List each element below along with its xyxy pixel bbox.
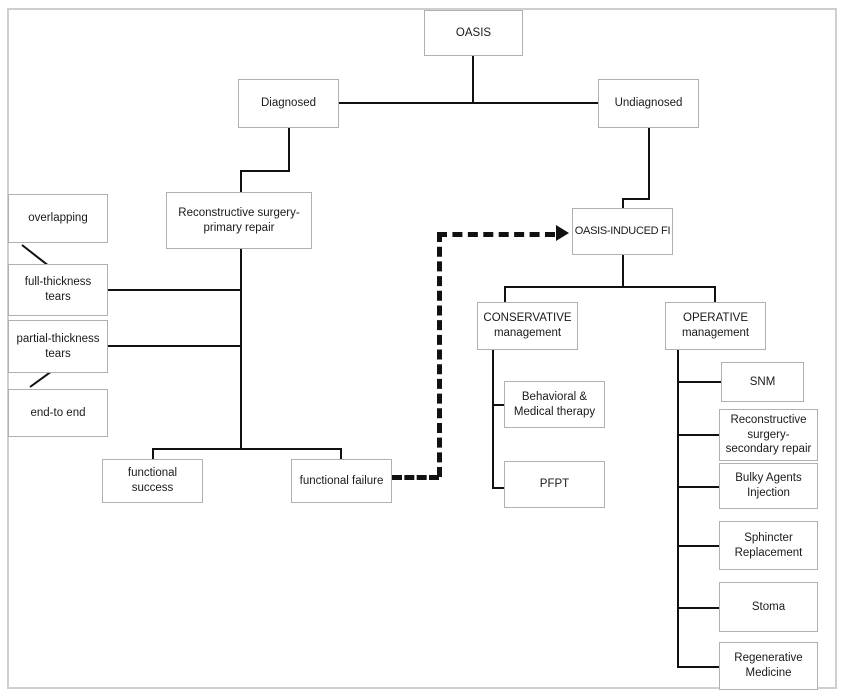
edge-management-split (504, 286, 716, 288)
edge-conservative-down (504, 286, 506, 303)
node-reconstructive-surgery-primary-repair[interactable]: Reconstructive surgery- primary repair (166, 192, 312, 249)
edge-conservative-trunk (492, 350, 494, 489)
edge-diagnosed-down (288, 127, 290, 172)
edge-functional-failure-down (340, 448, 342, 460)
node-oasis-induced-fi[interactable]: OASIS-INDUCED FI (572, 208, 673, 255)
edge-to-pfpt (492, 487, 506, 489)
node-reconstructive-surgery-secondary-repair[interactable]: Reconstructive surgery- secondary repair (719, 409, 818, 461)
node-diagnosed[interactable]: Diagnosed (238, 79, 339, 128)
edge-to-regenerative-medicine (677, 666, 721, 668)
edge-functional-success-down (152, 448, 154, 460)
edge-to-sphincter-replacement (677, 545, 721, 547)
edge-operative-trunk (677, 350, 679, 668)
node-stoma[interactable]: Stoma (719, 582, 818, 632)
node-regenerative-medicine[interactable]: Regenerative Medicine (719, 642, 818, 690)
node-undiagnosed[interactable]: Undiagnosed (598, 79, 699, 128)
edge-reconstructive-trunk (240, 248, 242, 448)
dashed-edge-failure-right (392, 475, 439, 480)
edge-to-snm (677, 381, 723, 383)
node-bulky-agents-injection[interactable]: Bulky Agents Injection (719, 463, 818, 509)
node-end-to-end[interactable]: end-to end (8, 389, 108, 437)
edge-operative-down (714, 286, 716, 303)
node-operative-management[interactable]: OPERATIVE management (665, 302, 766, 350)
edge-undiagnosed-down (648, 127, 650, 200)
edge-diagnosed-undiagnosed-bus (339, 102, 599, 104)
node-full-thickness-tears[interactable]: full-thickness tears (8, 264, 108, 316)
edge-to-bulky-agents (677, 486, 721, 488)
node-functional-failure[interactable]: functional failure (291, 459, 392, 503)
edge-to-behavioral (492, 404, 506, 406)
node-partial-thickness-tears[interactable]: partial-thickness tears (8, 320, 108, 373)
edge-to-stoma (677, 607, 721, 609)
edge-diagnosed-jog (240, 170, 290, 172)
edge-to-reconstructive-secondary (677, 434, 721, 436)
dashed-edge-vertical (437, 232, 442, 477)
edge-undiagnosed-jog (622, 198, 650, 200)
edge-undiagnosed-jog-down (622, 198, 624, 210)
edge-functional-split (152, 448, 342, 450)
node-functional-success[interactable]: functional success (102, 459, 203, 503)
dashed-edge-arrowhead (556, 225, 569, 241)
node-pfpt[interactable]: PFPT (504, 461, 605, 508)
edge-oasis-down (472, 55, 474, 103)
dashed-edge-to-fi (437, 232, 555, 237)
node-oasis[interactable]: OASIS (424, 10, 523, 56)
edge-diagnosed-jog-down (240, 170, 242, 193)
edge-fi-down (622, 255, 624, 288)
node-overlapping[interactable]: overlapping (8, 194, 108, 243)
node-behavioral-medical-therapy[interactable]: Behavioral & Medical therapy (504, 381, 605, 428)
node-conservative-management[interactable]: CONSERVATIVE management (477, 302, 578, 350)
node-snm[interactable]: SNM (721, 362, 804, 402)
edge-to-full-thickness (108, 289, 242, 291)
edge-to-partial-thickness (108, 345, 242, 347)
node-sphincter-replacement[interactable]: Sphincter Replacement (719, 521, 818, 570)
